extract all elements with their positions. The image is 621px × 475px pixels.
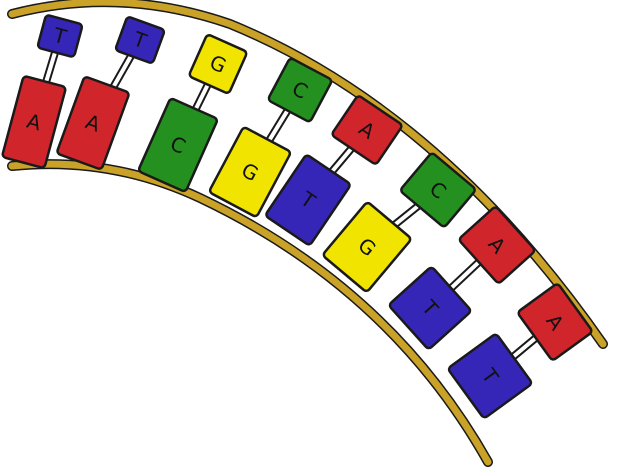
- inner-base-0: A: [2, 76, 66, 169]
- outer-base-2: G: [189, 34, 248, 94]
- base-pair-6: TA: [388, 206, 535, 350]
- inner-base-1: A: [56, 76, 129, 169]
- outer-base-0: T: [37, 15, 83, 58]
- base-pair-5: GC: [322, 152, 476, 292]
- outer-base-6: A: [458, 206, 535, 284]
- base-pair-7: TA: [448, 283, 593, 419]
- outer-base-1: T: [115, 16, 165, 64]
- outer-base-7: A: [517, 283, 593, 361]
